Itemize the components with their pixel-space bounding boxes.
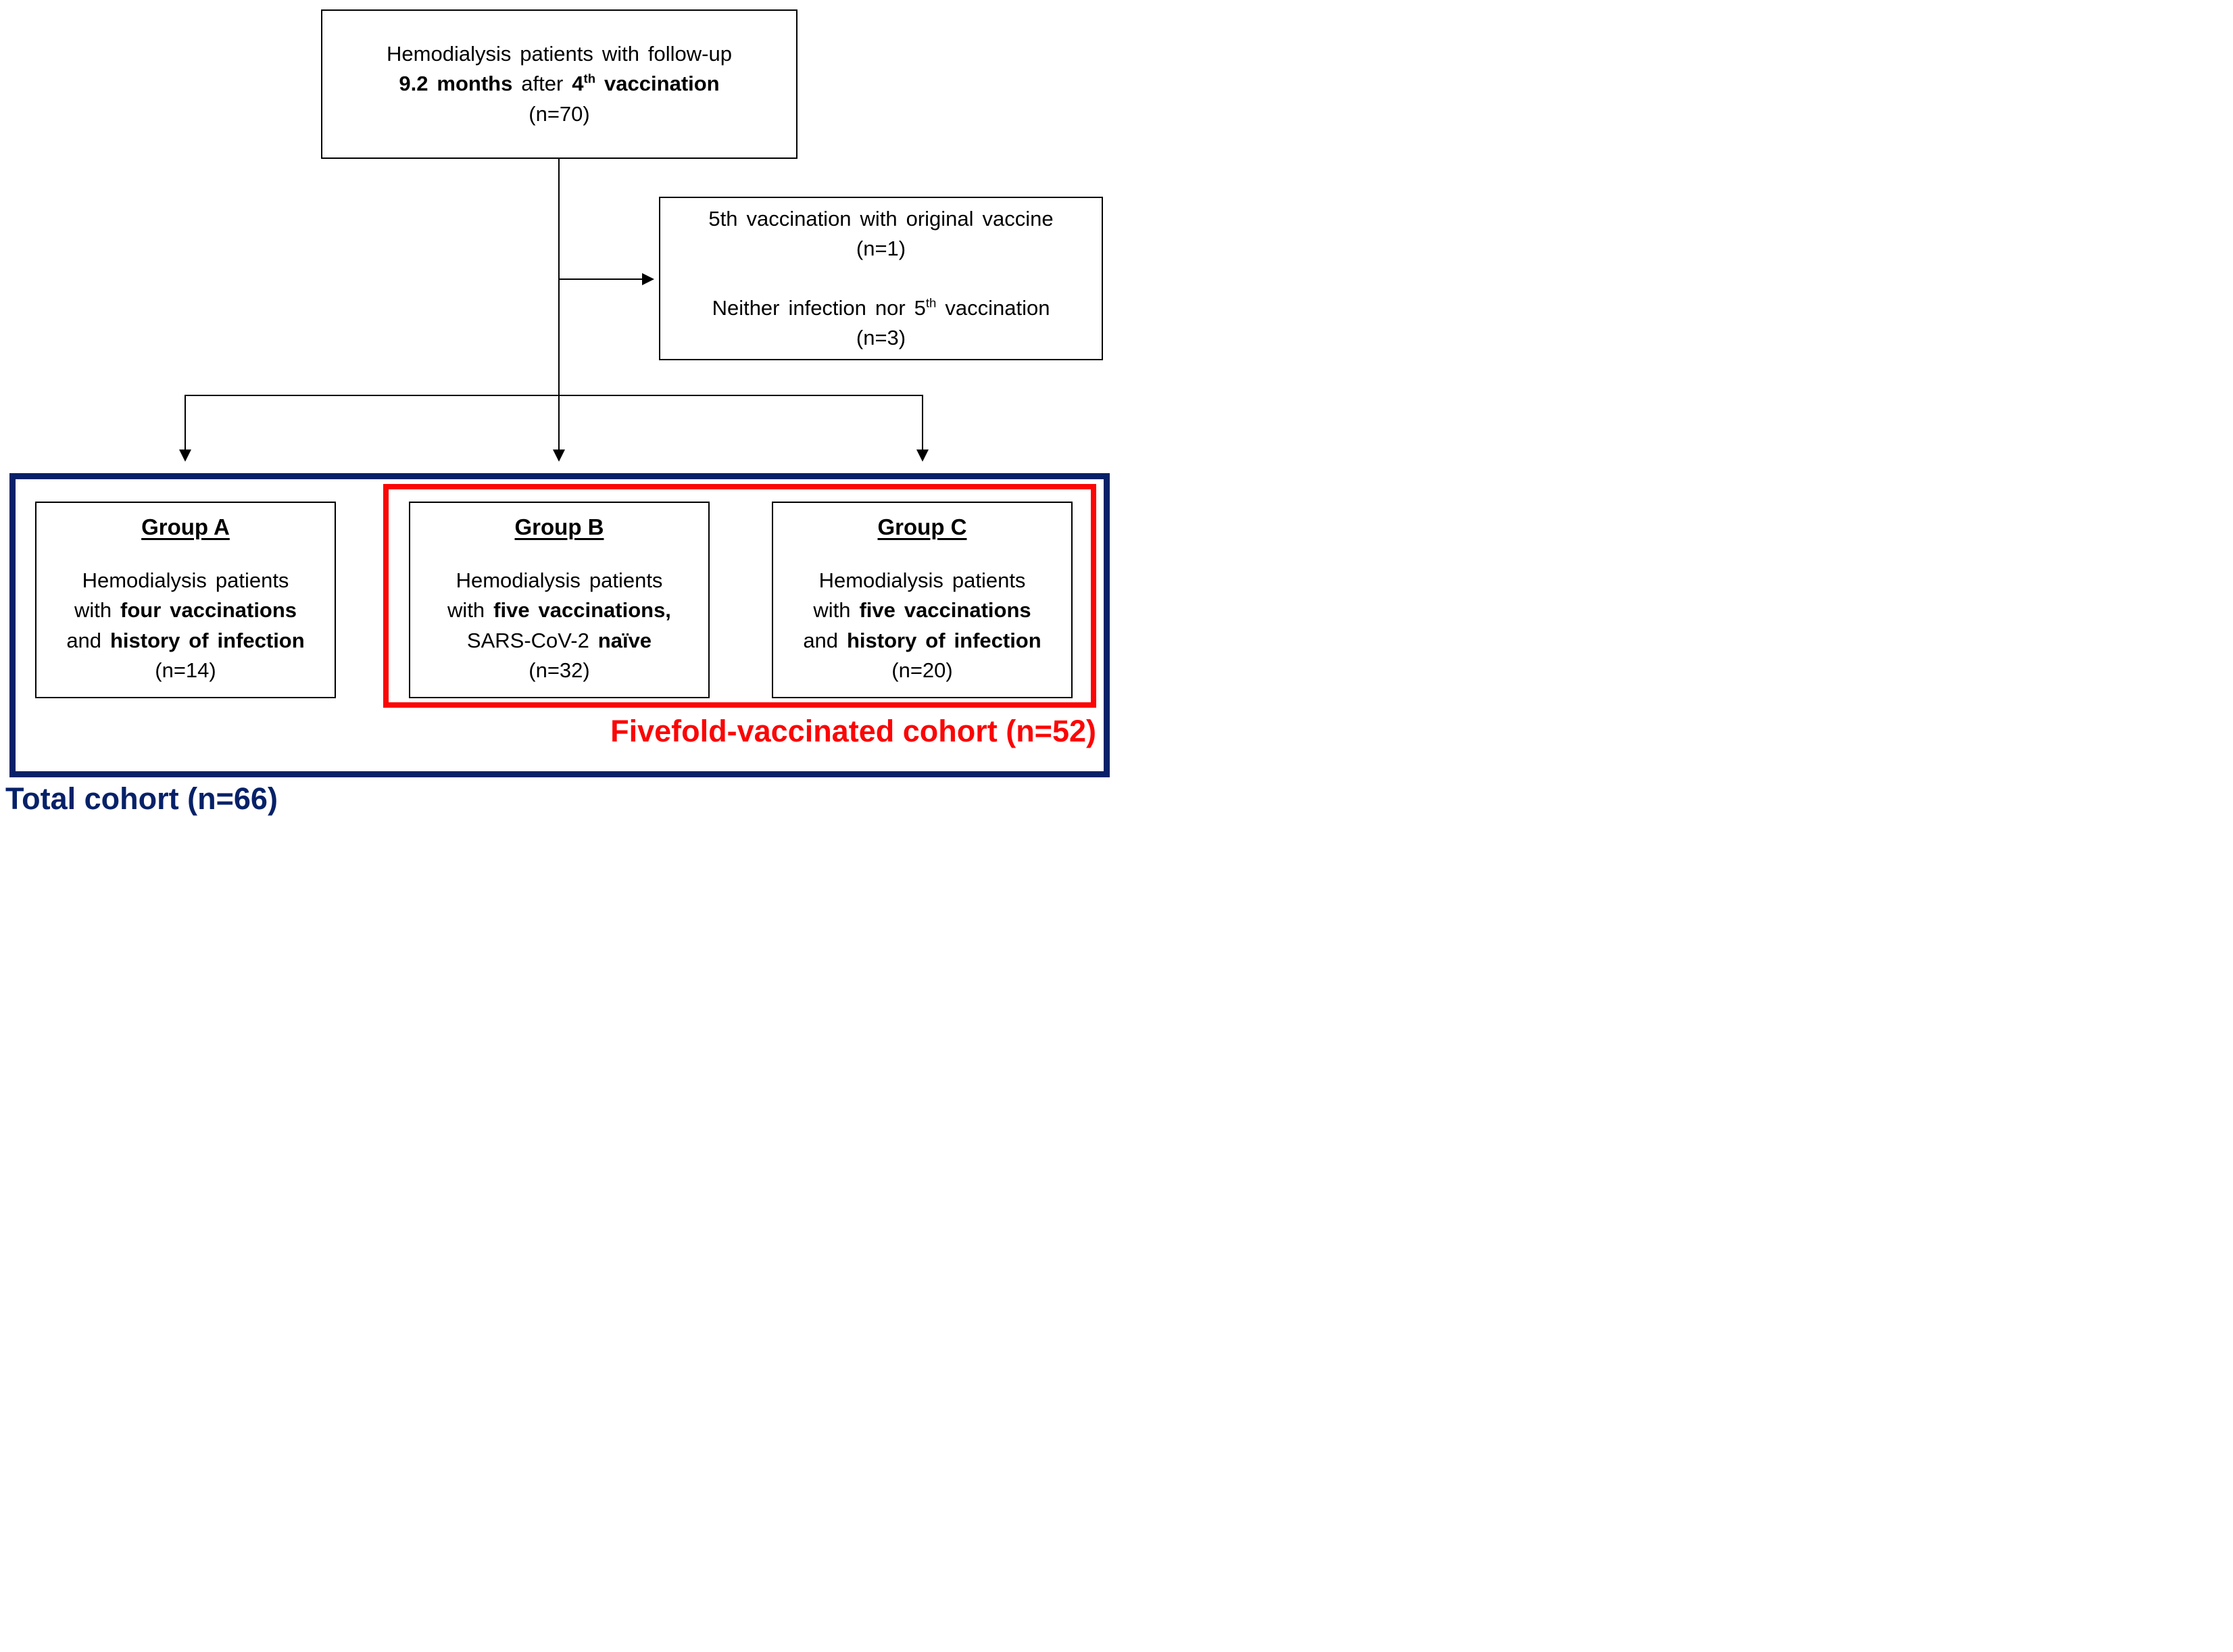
exclusion-text: 5th vaccination with original vaccine(n=… <box>708 206 1054 350</box>
connector-exclusion-branch <box>559 278 643 280</box>
connector-center-vertical <box>558 159 560 450</box>
arrowhead-group-c <box>916 450 929 462</box>
arrowhead-exclusion <box>642 273 654 285</box>
fivefold-cohort-outline <box>383 484 1096 708</box>
arrowhead-group-b <box>553 450 565 462</box>
total-cohort-outline <box>9 473 1110 777</box>
group-c-title: Group C <box>877 514 967 540</box>
arrowhead-group-a <box>179 450 191 462</box>
connector-drop-group-a <box>185 395 186 450</box>
fivefold-cohort-label: Fivefold-vaccinated cohort (n=52) <box>610 714 1096 748</box>
exclusion-box: 5th vaccination with original vaccine(n=… <box>659 197 1103 360</box>
total-cohort-label: Total cohort (n=66) <box>5 781 278 816</box>
connector-distribution-horizontal <box>185 395 923 396</box>
group-a-title: Group A <box>141 514 230 540</box>
group-b-title: Group B <box>514 514 604 540</box>
connector-drop-group-c <box>922 395 923 450</box>
